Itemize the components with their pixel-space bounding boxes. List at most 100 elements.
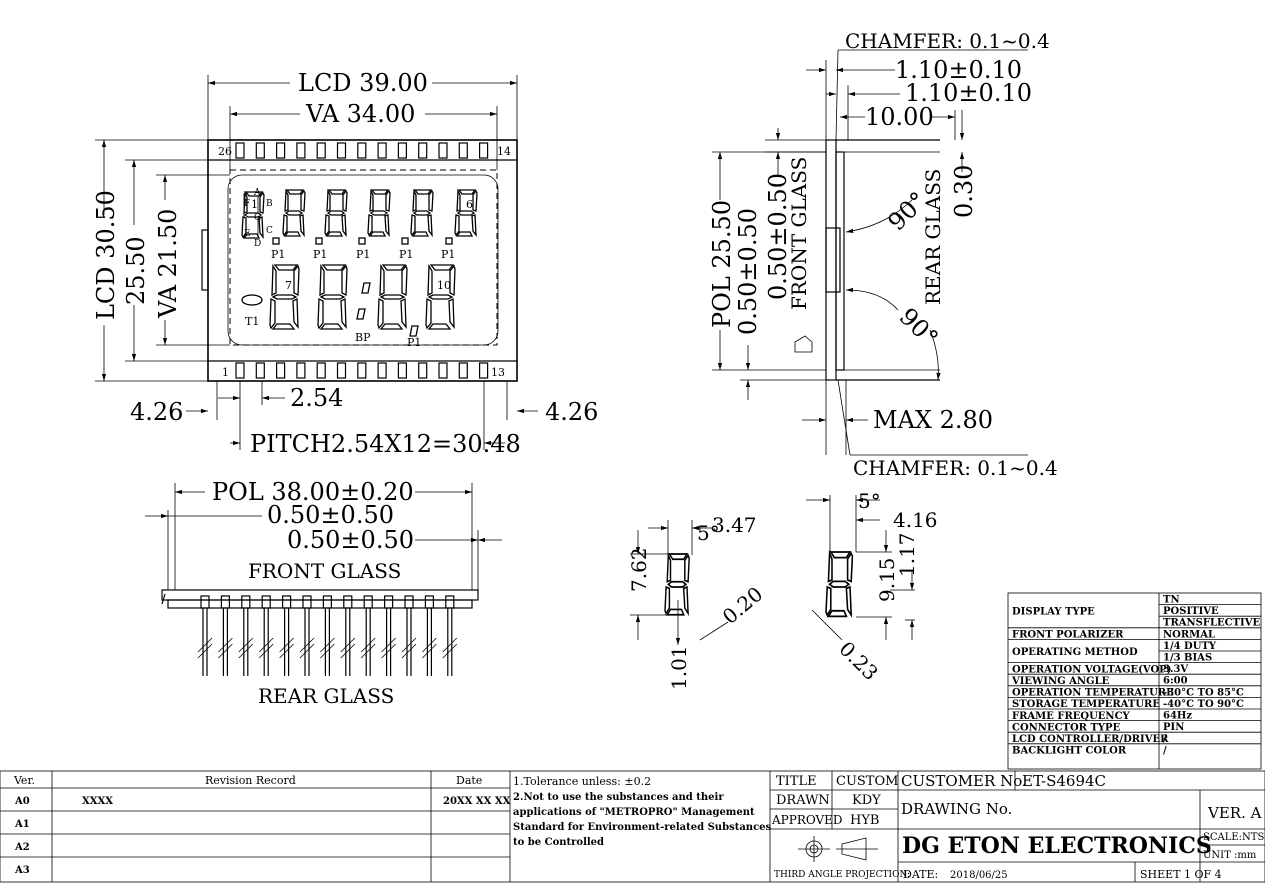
p1-label-1: P1 xyxy=(271,248,285,261)
bottom-view: POL 38.00±0.20 0.50±0.50 0.50±0.50 FRONT… xyxy=(145,478,502,708)
approved-label: APPROVED xyxy=(771,813,843,827)
note-line-5: to be Controlled xyxy=(513,837,604,848)
pins-top xyxy=(235,142,489,159)
pin-break xyxy=(218,637,233,653)
pins-side xyxy=(197,595,458,676)
pin-break xyxy=(320,637,335,653)
pin-break xyxy=(258,637,274,653)
pin-bottom xyxy=(418,362,428,379)
spec-label: FRAME FREQUENCY xyxy=(1012,711,1131,722)
small-seg-width: 0.20 xyxy=(718,582,768,629)
pin-left-offset: 4.26 xyxy=(130,398,183,426)
pin-break xyxy=(218,643,233,659)
large-digit-width: 4.16 xyxy=(893,508,938,532)
spec-value: POSITIVE xyxy=(1163,606,1219,617)
small-digit-width: 3.47 xyxy=(712,513,757,537)
pin-top xyxy=(296,142,306,159)
sheet-label: SHEET 1 OF 4 xyxy=(1140,868,1222,881)
pin-break xyxy=(442,637,458,653)
spec-label: DISPLAY TYPE xyxy=(1012,606,1095,617)
note-line-3: applications of "METROPRO" Management xyxy=(513,807,755,818)
projection-label: THIRD ANGLE PROJECTION: xyxy=(774,870,910,880)
spec-label: CONNECTOR TYPE xyxy=(1012,722,1121,733)
pol-offset: 0.50±0.50 xyxy=(734,208,762,335)
revision-header: Date xyxy=(456,774,482,787)
spec-label: OPERATING METHOD xyxy=(1012,647,1138,658)
pin-bottom xyxy=(316,362,326,379)
pin-bottom xyxy=(296,362,306,379)
revision-ver: A1 xyxy=(14,819,30,830)
pin-break xyxy=(360,637,376,653)
digit-6-label: 6 xyxy=(466,198,473,211)
pin-top xyxy=(316,142,326,159)
small-digit-slant: 5° xyxy=(697,521,720,545)
digit-detail-large: 5° 4.16 9.15 1.17 0.23 xyxy=(806,489,938,685)
rear-glass-side: REAR GLASS xyxy=(921,169,945,305)
pin-bottom xyxy=(479,362,489,379)
drawn-by: KDY xyxy=(852,793,881,808)
digit-10-label: 10 xyxy=(437,279,451,292)
pin-side-head xyxy=(404,595,414,609)
seg-c-label: C xyxy=(266,226,273,236)
revision-ver: A2 xyxy=(14,842,30,853)
revision-date: 20XX XX XX xyxy=(443,796,511,807)
pin-break xyxy=(197,643,213,659)
pin-bottom xyxy=(276,362,286,379)
seg-e-label: E xyxy=(244,229,251,239)
pitch-dim: PITCH2.54X12=30.48 xyxy=(250,430,521,458)
t1-label: T1 xyxy=(245,315,259,328)
pin-break xyxy=(381,643,396,659)
scale-label: SCALE:NTS xyxy=(1203,832,1264,843)
p1-label-5: P1 xyxy=(441,248,455,261)
pin-break xyxy=(422,637,437,653)
pin-break xyxy=(299,643,315,659)
note-line-1: 1.Tolerance unless: ±0.2 xyxy=(513,775,651,788)
revision-header: Revision Record xyxy=(205,774,296,787)
pin-side-head xyxy=(200,595,210,609)
pin-side-head xyxy=(241,595,251,609)
pin-side-head xyxy=(343,595,353,609)
drawing-no-label: DRAWING No. xyxy=(901,800,1012,818)
spec-label: VIEWING ANGLE xyxy=(1011,676,1110,687)
pin-break xyxy=(401,643,417,659)
spec-label: LCD CONTROLLER/DRIVER xyxy=(1012,734,1169,745)
pin-break xyxy=(197,637,213,653)
pin-break xyxy=(279,637,294,653)
dim-030: 0.30 xyxy=(950,165,978,218)
pol-dim: POL 25.50 xyxy=(708,200,736,328)
dim-1000: 10.00 xyxy=(865,103,934,131)
small-digit-height: 7.62 xyxy=(627,547,651,592)
pin-side-head xyxy=(445,595,455,609)
lcd-width-dim: LCD 39.00 xyxy=(298,69,428,97)
lcd-height-dim: LCD 30.50 xyxy=(92,190,120,320)
pin-top xyxy=(357,142,367,159)
revision-ver: A0 xyxy=(14,796,30,807)
third-angle-projection-icon xyxy=(798,836,878,862)
large-digit-slant: 5° xyxy=(858,489,881,513)
digit-detail-small: 3.47 5° 7.62 0.20 1.01 xyxy=(627,513,767,690)
seg-g-label: G xyxy=(254,213,261,223)
spec-value: / xyxy=(1163,734,1167,745)
pin-top xyxy=(397,142,407,159)
pin-break xyxy=(258,643,274,659)
pin-side-head xyxy=(220,595,230,609)
p1-label-2: P1 xyxy=(313,248,327,261)
pin-bottom xyxy=(397,362,407,379)
seg-f-label: F xyxy=(244,199,250,209)
large-digit-height: 9.15 xyxy=(875,557,899,602)
revision-ver: A3 xyxy=(14,865,30,876)
pin-break xyxy=(381,637,396,653)
pin-break xyxy=(340,637,356,653)
pin-break xyxy=(360,643,376,659)
view-arrow-icon xyxy=(794,335,813,353)
spec-table: DISPLAY TYPETNPOSITIVETRANSFLECTIVEFRONT… xyxy=(1007,592,1262,770)
rear-glass-label: REAR GLASS xyxy=(258,684,394,708)
p1-label-4: P1 xyxy=(399,248,413,261)
title-label: TITLE xyxy=(776,774,817,789)
pin-right-offset: 4.26 xyxy=(545,398,598,426)
pin-break xyxy=(340,643,356,659)
spec-value: 3.3V xyxy=(1163,664,1188,675)
pin-top xyxy=(255,142,265,159)
spec-label: OPERATION TEMPERATURE xyxy=(1012,688,1174,699)
